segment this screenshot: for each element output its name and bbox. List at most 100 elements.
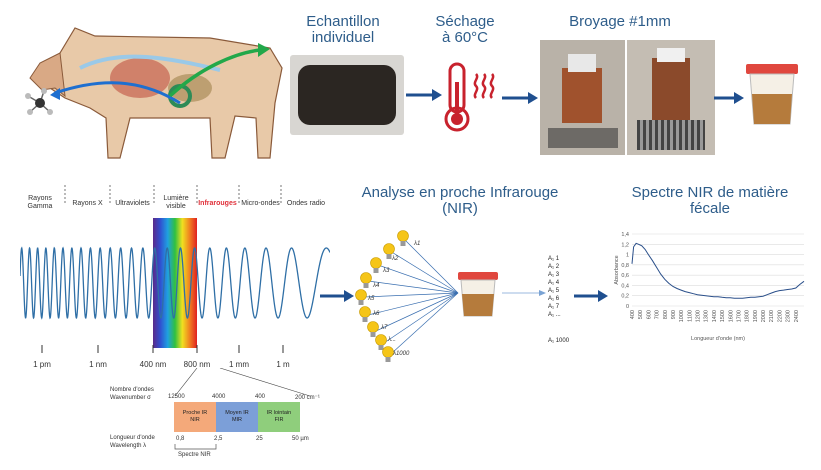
x-tick-label: 1300 bbox=[704, 310, 710, 322]
light-bulb-icon bbox=[367, 321, 379, 337]
lambda-label: λ1000 bbox=[393, 351, 410, 357]
x-tick-label: 1200 bbox=[696, 310, 702, 322]
x-tick-label: 1900 bbox=[753, 310, 759, 322]
region-ultraviolet: Ultraviolets bbox=[115, 200, 150, 207]
nir-analysis-title: Analyse en proche Infrarouge (NIR) bbox=[361, 184, 559, 217]
series-line bbox=[631, 242, 805, 299]
light-bulb-icon bbox=[360, 272, 372, 288]
light-bulb-icon bbox=[383, 243, 395, 259]
wavenumber-tick: 4000 bbox=[212, 394, 226, 400]
x-tick-label: 1800 bbox=[745, 310, 751, 322]
light-bulb-icon bbox=[397, 230, 409, 246]
absorbance-list: A₁ 1 A₁ 2 A₁ 3 A₁ 4 A₁ 5 A₁ 6 A₁ 7 A₁ ..… bbox=[548, 256, 561, 318]
wavenumber-label: Nombre d'ondes Wavenumber σ bbox=[110, 387, 154, 401]
wavenumber-tick: 200 cm⁻¹ bbox=[295, 395, 320, 401]
sample-photo bbox=[290, 55, 404, 135]
wavelength-tick: 1 m bbox=[276, 360, 290, 369]
band-wavelength-tick: 50 µm bbox=[292, 436, 309, 442]
y-tick-label: 1,4 bbox=[621, 232, 629, 238]
x-tick-label: 1500 bbox=[720, 310, 726, 322]
arrow-icon bbox=[406, 89, 442, 101]
x-tick-label: 1600 bbox=[728, 310, 734, 322]
arrow-icon bbox=[574, 290, 608, 302]
x-tick-label: 600 bbox=[646, 310, 652, 319]
y-tick-label: 0 bbox=[626, 304, 629, 310]
x-tick-label: 700 bbox=[655, 310, 661, 319]
em-wave bbox=[20, 246, 330, 320]
arrow-icon bbox=[714, 92, 744, 104]
lambda-label: λ3 bbox=[383, 268, 390, 274]
cow-digestive-illustration bbox=[25, 27, 283, 159]
wavenumber-tick: 400 bbox=[255, 394, 266, 400]
nir-bracket bbox=[174, 444, 217, 450]
wavenumber-tick: 12500 bbox=[168, 394, 185, 400]
x-tick-label: 400 bbox=[630, 310, 636, 319]
visible-spectrum-band bbox=[153, 218, 197, 348]
grinding-title: Broyage #1mm bbox=[569, 13, 671, 30]
arrow-icon bbox=[320, 290, 354, 302]
y-tick-label: 1,2 bbox=[621, 242, 629, 248]
x-tick-label: 2000 bbox=[761, 310, 767, 322]
x-tick-label: 800 bbox=[663, 310, 669, 319]
region-separators bbox=[64, 185, 282, 203]
sample-title: Echantillon individuel bbox=[306, 13, 380, 46]
x-tick-label: 2300 bbox=[786, 310, 792, 322]
x-axis-label: Longueur d'onde (nm) bbox=[691, 336, 745, 342]
sample-jar-icon bbox=[458, 272, 498, 317]
lambda-label: λ... bbox=[388, 337, 396, 343]
wavelength-axis bbox=[41, 345, 284, 353]
x-tick-label: 1700 bbox=[736, 310, 742, 322]
y-tick-label: 0,6 bbox=[621, 273, 629, 279]
lambda-label: λ7 bbox=[381, 325, 388, 331]
lambda-label: λ6 bbox=[373, 311, 380, 317]
absorbance-last: A₁ 1000 bbox=[548, 338, 570, 344]
grinder-photo-1 bbox=[540, 40, 625, 155]
wavelength-tick: 800 nm bbox=[183, 360, 211, 369]
lambda-label: λ2 bbox=[392, 256, 399, 262]
nir-spectrum-caption: Spectre NIR bbox=[178, 452, 211, 458]
light-bulb-icon bbox=[382, 346, 394, 362]
y-tick-label: 0,4 bbox=[621, 283, 629, 289]
y-tick-label: 1 bbox=[626, 253, 629, 259]
y-tick-label: 0,8 bbox=[621, 263, 629, 269]
thin-arrow-icon bbox=[502, 290, 546, 296]
sample-jar-icon bbox=[746, 64, 798, 125]
lambda-label: λ1 bbox=[414, 241, 421, 247]
x-tick-label: 500 bbox=[638, 310, 644, 319]
band-wavelength-tick: 0,8 bbox=[176, 436, 185, 442]
wavelength-tick: 1 nm bbox=[89, 360, 107, 369]
light-bulb-icon bbox=[375, 334, 387, 350]
grinder-photo-2 bbox=[627, 40, 715, 155]
thermometer-icon bbox=[444, 62, 495, 132]
x-tick-label: 2200 bbox=[777, 310, 783, 322]
methane-molecule-icon bbox=[25, 88, 53, 115]
y-tick-label: 0,2 bbox=[621, 294, 629, 300]
band-wavelength-tick: 25 bbox=[256, 436, 263, 442]
drying-title: Séchage à 60°C bbox=[435, 13, 495, 46]
zoom-connector-lines bbox=[174, 368, 311, 397]
light-bulb-icon bbox=[370, 257, 382, 273]
wavelength-tick: 400 nm bbox=[139, 360, 167, 369]
region-infrared: Infrarouges bbox=[198, 200, 237, 207]
region-x-rays: Rayons X bbox=[72, 200, 103, 207]
band-wavelength-tick: 2,5 bbox=[214, 436, 223, 442]
light-beams bbox=[363, 238, 459, 354]
lambda-label: λ5 bbox=[368, 296, 375, 302]
wavelength-tick: 1 pm bbox=[33, 360, 51, 369]
region-radio-waves: Ondes radio bbox=[286, 200, 326, 207]
x-tick-label: 1400 bbox=[712, 310, 718, 322]
region-microwaves: Micro-ondes bbox=[241, 200, 280, 207]
x-tick-label: 1100 bbox=[687, 310, 693, 322]
wavelength-tick: 1 mm bbox=[229, 360, 249, 369]
light-bulb-icon bbox=[355, 289, 367, 305]
light-bulb-icon bbox=[359, 306, 371, 322]
x-tick-label: 900 bbox=[671, 310, 677, 319]
spectrum-title: Spectre NIR de matière fécale bbox=[631, 184, 789, 217]
x-tick-label: 1000 bbox=[679, 310, 685, 322]
lambda-label: λ4 bbox=[373, 283, 380, 289]
